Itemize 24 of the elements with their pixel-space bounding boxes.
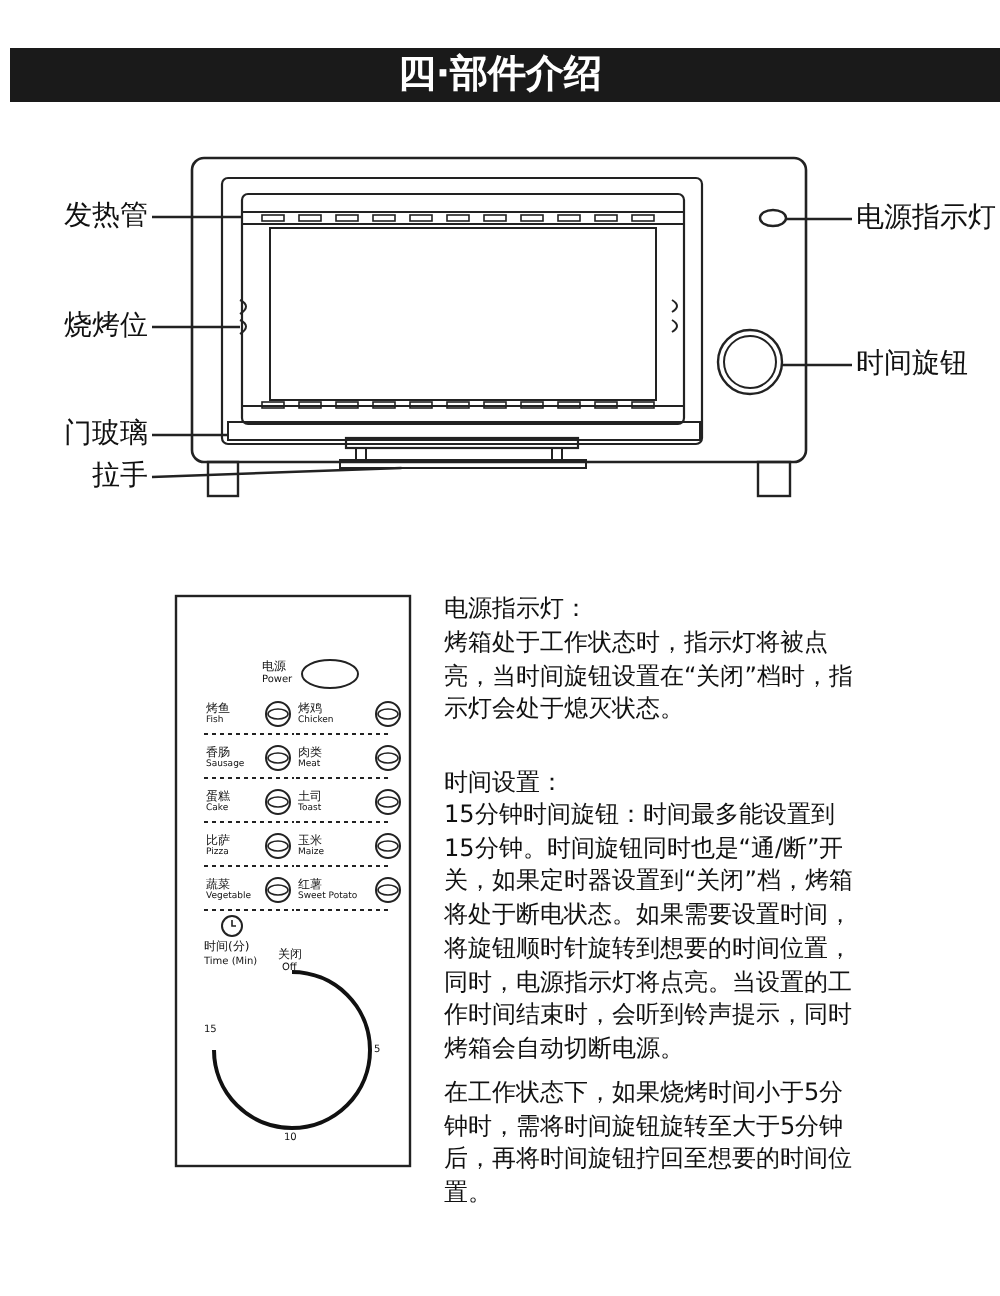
leader-line (152, 433, 228, 437)
title: 四·部件介绍 (397, 52, 603, 98)
part-label: 时间旋钮 (856, 348, 968, 382)
part-label: 电源指示灯 (856, 202, 996, 236)
paragraph: 在工作状态下，如果烧烤时间小于5分钟时，需将时间旋钮旋转至大于5分钟后，再将时间旋钮拧回至想要的时间位置。 (444, 1076, 854, 1210)
leader-line (786, 217, 852, 221)
paragraph: 烤箱处于工作状态时，指示灯将被点亮，当时间旋钮设置在“关闭”档时，指示灯会处于熄灭状态。 (444, 626, 855, 727)
leader-line (152, 325, 240, 329)
heating-tube (241, 211, 685, 225)
part-label: 拉手 (92, 460, 148, 494)
rack-support (239, 299, 247, 335)
paragraph: 15分钟时间旋钮：时间最多能设置到15分钟。时间旋钮同时也是“通/断”开关，如果定时器设置到“关闭”档，烤箱将处于断电状态。如果需要设置时间，将旋钮顺时针旋转到想要的时间位置，同时，电源指示灯将点亮。当设置的工作时间结束时，会听到铃声提示，同时烤箱会自动切断电源。 (444, 798, 855, 1066)
leader-line (152, 215, 242, 219)
paragraph: 时间设置： (444, 766, 566, 800)
part-label: 烧烤位 (64, 310, 148, 344)
leader-line (782, 363, 852, 367)
part-label: 发热管 (64, 200, 148, 234)
leader-line (151, 466, 402, 479)
paragraph: 电源指示灯： (444, 592, 590, 626)
timer-knob (716, 328, 784, 396)
indicator-light (758, 208, 788, 228)
handle-bar (339, 459, 587, 469)
door-glass (227, 421, 701, 441)
part-label: 门玻璃 (64, 418, 148, 452)
